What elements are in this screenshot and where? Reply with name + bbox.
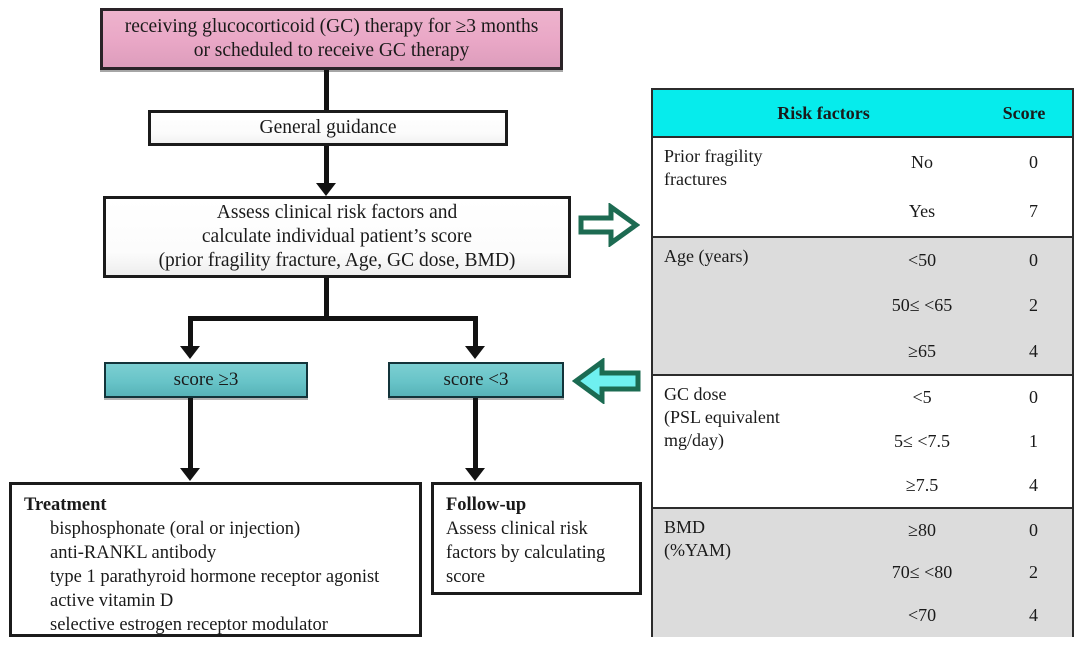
connector-branch-horizontal <box>188 316 478 321</box>
table-group-label: BMD (%YAM) <box>664 516 849 562</box>
score-high-label: score ≥3 <box>173 369 239 391</box>
table-group-label-line: GC dose <box>664 384 727 404</box>
followup-title: Follow-up <box>446 495 527 515</box>
start-node-gc-therapy: receiving glucocorticoid (GC) therapy fo… <box>100 8 563 70</box>
assess-line-1: Assess clinical risk factors and <box>216 202 458 224</box>
node-score-low: score <3 <box>388 362 564 398</box>
connector-score-high-to-treatment <box>188 398 193 470</box>
arrow-left-from-table-icon <box>572 358 641 404</box>
arrowhead-to-treatment <box>180 468 200 481</box>
table-cell-range: Yes <box>908 201 936 221</box>
arrowhead-guidance-to-assess <box>316 183 336 196</box>
table-row: 5≤ <7.5 1 <box>849 431 1072 452</box>
table-cell-range: 70≤ <80 <box>891 562 953 583</box>
connector-guidance-to-assess <box>324 146 329 184</box>
node-general-guidance: General guidance <box>148 110 508 146</box>
table-group-label-line: Prior fragility <box>664 146 763 166</box>
followup-line: Assess clinical risk <box>446 519 588 540</box>
table-cell-score: 0 <box>1029 152 1039 172</box>
table-header-row: Risk factors Score <box>653 90 1072 138</box>
table-cell-range: <50 <box>907 250 937 271</box>
table-row: ≥65 4 <box>849 341 1072 362</box>
table-group-label: GC dose (PSL equivalent mg/day) <box>664 383 849 452</box>
table-cell-score: 7 <box>1029 201 1039 221</box>
table-row: <5 0 <box>849 387 1072 408</box>
assess-line-2: calculate individual patient’s score <box>201 226 473 248</box>
treatment-item: selective estrogen receptor modulator <box>50 615 328 636</box>
treatment-item: anti-RANKL antibody <box>50 543 217 564</box>
table-header-score: Score <box>1002 102 1046 123</box>
table-row: ≥80 0 <box>849 520 1072 541</box>
table-group-label: Age (years) <box>664 245 849 268</box>
table-cell-range: No <box>911 152 934 172</box>
table-group-bmd: BMD (%YAM) ≥80 0 70≤ <80 2 <70 4 <box>653 509 1072 637</box>
node-assess-risk-factors: Assess clinical risk factors and calcula… <box>103 196 571 278</box>
table-cell-score: 4 <box>1029 340 1039 361</box>
table-group-label-line: BMD <box>664 517 706 537</box>
table-cell-score: 4 <box>1029 474 1039 495</box>
table-cell-range: ≥7.5 <box>905 474 939 495</box>
table-cell-range: <70 <box>907 605 937 626</box>
table-group-prior-fragility-fractures: Prior fragility fractures No 0 Yes 7 <box>653 138 1072 238</box>
table-cell-score: 1 <box>1029 430 1039 451</box>
treatment-title: Treatment <box>24 495 107 515</box>
table-row: Yes 7 <box>849 201 1072 222</box>
table-cell-score: 2 <box>1029 295 1039 316</box>
followup-line: factors by calculating <box>446 543 606 564</box>
arrowhead-to-score-low <box>465 346 485 359</box>
table-row: 50≤ <65 2 <box>849 295 1072 316</box>
table-group-label-line: (%YAM) <box>664 540 731 561</box>
treatment-item: type 1 parathyroid hormone receptor agon… <box>50 567 380 588</box>
table-group-label-line: (PSL equivalent <box>664 407 780 428</box>
table-cell-score: 0 <box>1029 387 1039 408</box>
connector-score-low-to-followup <box>473 398 478 470</box>
treatment-item: active vitamin D <box>50 591 174 612</box>
table-cell-range: <5 <box>912 387 932 408</box>
general-guidance-label: General guidance <box>259 117 397 139</box>
table-cell-range: ≥80 <box>908 519 936 540</box>
followup-line: score <box>446 567 486 588</box>
table-group-label-line: fractures <box>664 169 727 190</box>
arrowhead-to-followup <box>465 468 485 481</box>
table-cell-score: 4 <box>1029 605 1039 626</box>
assess-line-3: (prior fragility fracture, Age, GC dose,… <box>158 249 516 271</box>
table-cell-score: 0 <box>1029 250 1039 271</box>
node-followup: Follow-up Assess clinical risk factors b… <box>431 482 642 595</box>
table-cell-score: 2 <box>1029 562 1039 583</box>
table-row: <70 4 <box>849 605 1072 626</box>
connector-branch-right <box>473 316 478 348</box>
table-cell-range: ≥65 <box>908 340 936 361</box>
table-group-label-line: mg/day) <box>664 430 724 451</box>
treatment-item: bisphosphonate (oral or injection) <box>50 519 301 540</box>
table-cell-range: 50≤ <65 <box>891 295 953 316</box>
table-row: 70≤ <80 2 <box>849 562 1072 583</box>
table-group-gc-dose: GC dose (PSL equivalent mg/day) <5 0 5≤ … <box>653 376 1072 509</box>
start-node-line-1: receiving glucocorticoid (GC) therapy fo… <box>124 16 539 38</box>
start-node-line-2: or scheduled to receive GC therapy <box>193 40 470 61</box>
table-row: ≥7.5 4 <box>849 475 1072 496</box>
risk-factor-score-table: Risk factors Score Prior fragility fract… <box>651 88 1074 637</box>
node-score-high: score ≥3 <box>104 362 308 398</box>
table-header-risk-factors: Risk factors <box>777 102 870 123</box>
table-group-label-line: Age (years) <box>664 246 749 266</box>
table-row: <50 0 <box>849 250 1072 271</box>
connector-assess-stem <box>324 278 329 318</box>
table-row: No 0 <box>849 152 1072 173</box>
score-low-label: score <3 <box>443 369 509 391</box>
arrow-right-to-table-icon <box>578 203 640 247</box>
table-cell-score: 0 <box>1029 519 1039 540</box>
arrowhead-to-score-high <box>180 346 200 359</box>
table-group-label: Prior fragility fractures <box>664 145 849 191</box>
node-treatment: Treatment bisphosphonate (oral or inject… <box>9 482 422 637</box>
table-cell-range: 5≤ <7.5 <box>894 430 951 451</box>
connector-start-to-guidance <box>324 70 329 110</box>
table-group-age: Age (years) <50 0 50≤ <65 2 ≥65 4 <box>653 238 1072 376</box>
connector-branch-left <box>188 316 193 348</box>
